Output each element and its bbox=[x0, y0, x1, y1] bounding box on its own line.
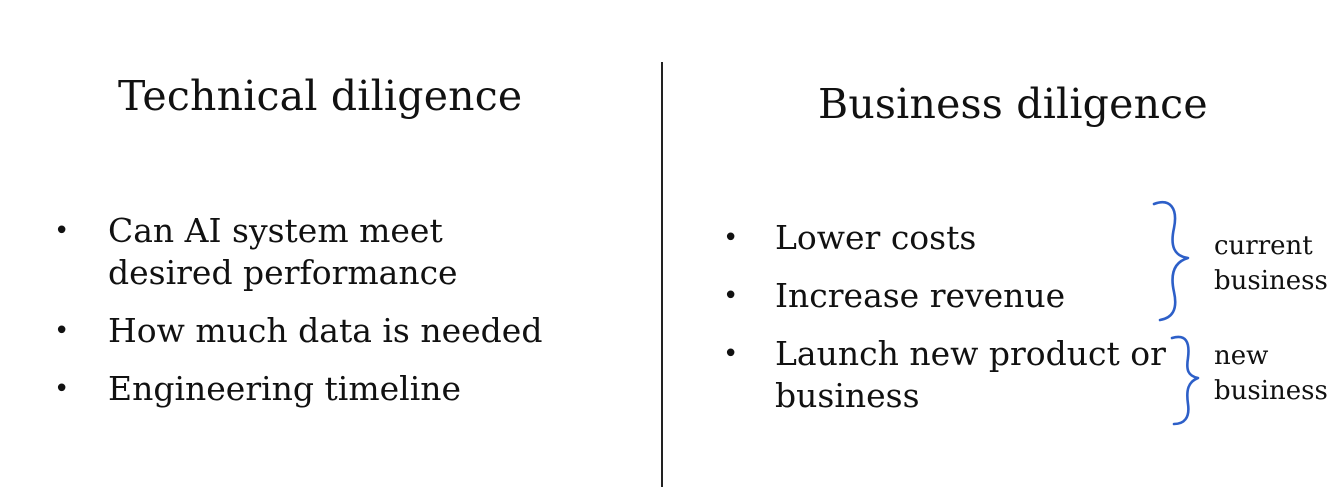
new-business-annotation: new business bbox=[1214, 339, 1328, 409]
bullet-icon: • bbox=[54, 374, 70, 404]
bullet-icon: • bbox=[723, 339, 739, 369]
technical-diligence-list: • Can AI system meet desired performance… bbox=[54, 210, 543, 426]
business-diligence-title: Business diligence bbox=[818, 80, 1208, 128]
column-divider bbox=[661, 62, 663, 487]
list-item-line: Engineering timeline bbox=[108, 369, 462, 408]
annotation-line: business bbox=[1214, 376, 1328, 406]
list-item: • Can AI system meet desired performance bbox=[54, 210, 542, 294]
new-business-brace-icon bbox=[1170, 335, 1200, 426]
current-business-annotation: current business bbox=[1214, 229, 1328, 299]
list-item-line: Lower costs bbox=[775, 218, 977, 257]
list-item-line: business bbox=[775, 376, 920, 415]
list-item: • Launch new product or business bbox=[723, 333, 1166, 417]
list-item: • Increase revenue bbox=[723, 275, 1166, 317]
list-item-line: Launch new product or bbox=[775, 334, 1166, 373]
technical-diligence-title: Technical diligence bbox=[118, 72, 523, 120]
list-item-line: Can AI system meet bbox=[108, 211, 443, 250]
bullet-icon: • bbox=[54, 216, 70, 246]
annotation-line: current bbox=[1214, 231, 1313, 261]
bullet-icon: • bbox=[723, 223, 739, 253]
list-item: • Engineering timeline bbox=[54, 368, 542, 410]
brace-stroke bbox=[1170, 335, 1200, 426]
list-item-line: desired performance bbox=[108, 253, 458, 292]
brace-stroke bbox=[1152, 201, 1190, 322]
bullet-icon: • bbox=[723, 281, 739, 311]
list-item-line: How much data is needed bbox=[108, 311, 543, 350]
list-item: • Lower costs bbox=[723, 217, 1166, 259]
bullet-icon: • bbox=[54, 316, 70, 346]
business-diligence-list: • Lower costs • Increase revenue • Launc… bbox=[723, 217, 1166, 433]
list-item-line: Increase revenue bbox=[775, 276, 1066, 315]
annotation-line: new bbox=[1214, 341, 1269, 371]
annotation-line: business bbox=[1214, 266, 1328, 296]
list-item: • How much data is needed bbox=[54, 310, 543, 352]
current-business-brace-icon bbox=[1152, 201, 1190, 322]
